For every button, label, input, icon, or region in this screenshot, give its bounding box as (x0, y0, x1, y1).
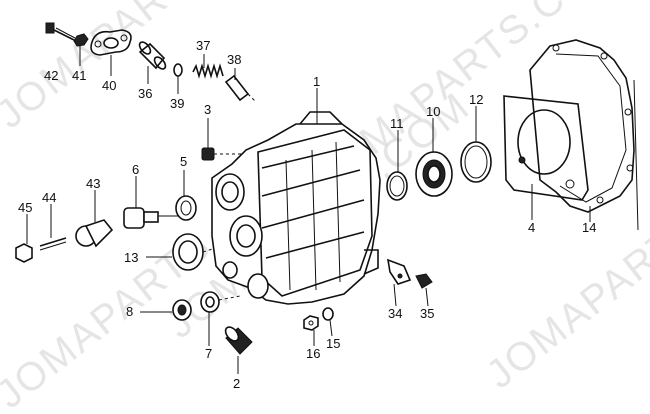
label-part-4: 4 (528, 220, 535, 235)
label-part-37: 37 (196, 38, 210, 53)
part-11-o-ring[interactable] (386, 171, 408, 201)
label-part-40: 40 (102, 78, 116, 93)
label-part-1: 1 (313, 74, 320, 89)
label-part-12: 12 (469, 92, 483, 107)
part-37-spring[interactable] (192, 63, 224, 79)
part-14-gasket[interactable] (529, 39, 639, 231)
label-part-38: 38 (227, 52, 241, 67)
part-1-gearbox-housing[interactable] (211, 111, 381, 305)
part-34-bracket[interactable] (386, 258, 412, 285)
part-41-nut[interactable] (73, 33, 89, 47)
part-15-washer[interactable] (322, 307, 334, 321)
label-part-7: 7 (205, 346, 212, 361)
part-40-flange[interactable] (90, 29, 132, 56)
label-part-14: 14 (582, 220, 596, 235)
label-part-8: 8 (126, 304, 133, 319)
part-43-bushing[interactable] (75, 219, 114, 248)
label-part-13: 13 (124, 250, 138, 265)
label-part-43: 43 (86, 176, 100, 191)
part-39-o-ring[interactable] (173, 63, 183, 77)
label-part-6: 6 (132, 162, 139, 177)
label-part-2: 2 (233, 376, 240, 391)
label-part-35: 35 (420, 306, 434, 321)
part-13-oil-seal[interactable] (172, 233, 229, 271)
label-part-42: 42 (44, 68, 58, 83)
part-35-clip[interactable] (415, 273, 433, 289)
label-part-34: 34 (388, 306, 402, 321)
label-part-11: 11 (390, 116, 404, 131)
part-44-stud[interactable] (39, 237, 67, 251)
part-42-bolt[interactable] (45, 22, 76, 41)
label-part-44: 44 (42, 190, 56, 205)
label-part-5: 5 (180, 154, 187, 169)
label-part-10: 10 (426, 104, 440, 119)
label-part-16: 16 (306, 346, 320, 361)
part-number-labels: 1 3 5 6 43 44 45 13 8 7 2 16 15 34 35 11… (18, 38, 596, 391)
part-16-nut[interactable] (303, 315, 319, 331)
leader-lines (26, 46, 591, 374)
part-2-drain-plug[interactable] (223, 325, 253, 355)
part-38-pin[interactable] (224, 74, 257, 103)
label-part-3: 3 (204, 102, 211, 117)
label-part-45: 45 (18, 200, 32, 215)
part-7-bushing[interactable] (200, 291, 241, 313)
part-45-nut[interactable] (15, 243, 33, 263)
label-part-36: 36 (138, 86, 152, 101)
label-part-41: 41 (72, 68, 86, 83)
label-part-15: 15 (326, 336, 340, 351)
part-5-seal-ring[interactable] (175, 195, 197, 221)
part-6-threaded-plug[interactable] (123, 207, 178, 229)
part-36-sleeve[interactable] (137, 40, 167, 71)
part-10-bearing[interactable] (415, 151, 453, 197)
part-8-bushing[interactable] (172, 299, 192, 321)
label-part-39: 39 (170, 96, 184, 111)
part-12-snap-ring[interactable] (460, 141, 492, 183)
